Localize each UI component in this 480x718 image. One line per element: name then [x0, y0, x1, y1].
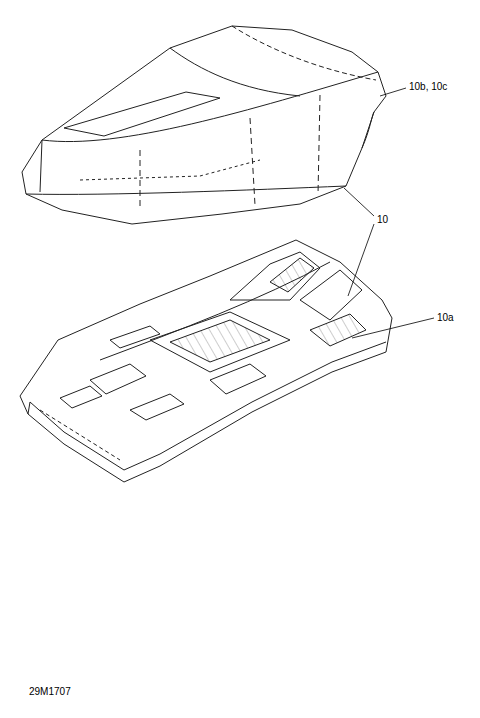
drawing-number: 29M1707 — [29, 686, 71, 697]
callout-number: 10a — [437, 312, 454, 323]
callout-number: 10 — [377, 214, 388, 225]
seat-cushion — [22, 26, 386, 224]
callout-number: 10b, 10c — [409, 81, 447, 92]
seat-base — [20, 240, 392, 482]
leader-lines — [344, 88, 434, 338]
